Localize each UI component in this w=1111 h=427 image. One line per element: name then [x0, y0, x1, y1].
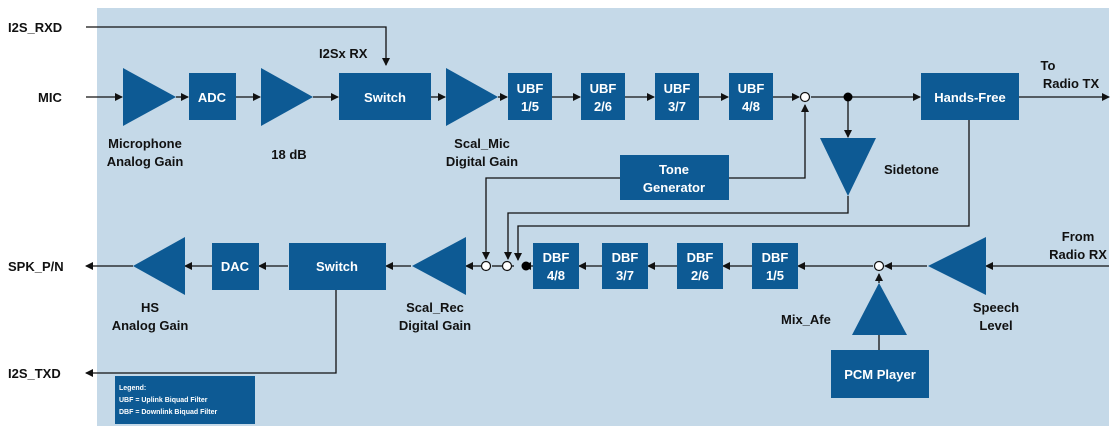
svg-text:Switch: Switch: [316, 259, 358, 274]
svg-text:UBF: UBF: [590, 81, 617, 96]
scal-rec-label-1: Scal_Rec: [406, 300, 464, 315]
ubf-3-block: UBF 3/7: [655, 73, 699, 120]
hs-analog-gain-label-1: HS: [141, 300, 159, 315]
mic-analog-gain-label-1: Microphone: [108, 136, 182, 151]
sidetone-amp: [820, 138, 876, 196]
mic-label: MIC: [38, 90, 62, 105]
svg-text:1/5: 1/5: [521, 99, 539, 114]
ubf-1-block: UBF 1/5: [508, 73, 552, 120]
svg-text:UBF: UBF: [738, 81, 765, 96]
sidetone-label: Sidetone: [884, 162, 939, 177]
svg-text:4/8: 4/8: [742, 99, 760, 114]
mic-analog-gain-amp: [123, 68, 176, 126]
svg-text:3/7: 3/7: [668, 99, 686, 114]
svg-text:UBF: UBF: [664, 81, 691, 96]
svg-text:DBF: DBF: [543, 250, 570, 265]
speech-level-amp: [928, 237, 986, 295]
ubf-4-block: UBF 4/8: [729, 73, 773, 120]
rx-summer-node-2: [501, 260, 513, 272]
uplink-branch-node: [843, 92, 853, 102]
svg-text:PCM Player: PCM Player: [844, 367, 916, 382]
dbf-4-block: DBF 4/8: [533, 243, 579, 289]
hs-analog-gain-label-2: Analog Gain: [112, 318, 189, 333]
tone-generator-block: Tone Generator: [620, 155, 729, 200]
svg-text:Legend:: Legend:: [119, 385, 146, 392]
to-radio-tx-label-1: To: [1041, 58, 1056, 73]
uplink-wires: [86, 26, 1110, 261]
svg-text:4/8: 4/8: [547, 268, 565, 283]
speech-level-label-1: Speech: [973, 300, 1019, 315]
ubf-2-block: UBF 2/6: [581, 73, 625, 120]
scal-rec-label-2: Digital Gain: [399, 318, 471, 333]
scal-mic-label-2: Digital Gain: [446, 154, 518, 169]
legend-box: Legend: UBF = Uplink Biquad Filter DBF =…: [115, 376, 255, 424]
svg-text:ADC: ADC: [198, 90, 227, 105]
svg-text:Tone: Tone: [659, 162, 689, 177]
mic-analog-gain-label-2: Analog Gain: [107, 154, 184, 169]
svg-text:3/7: 3/7: [616, 268, 634, 283]
switch-rx-block: Switch: [289, 243, 386, 290]
svg-text:DBF: DBF: [762, 250, 789, 265]
svg-text:DBF: DBF: [687, 250, 714, 265]
rx-branch-node: [521, 261, 531, 271]
rx-summer-node-1: [480, 260, 492, 272]
dbf-2-block: DBF 2/6: [677, 243, 723, 289]
uplink-summer-node: [799, 91, 811, 103]
to-radio-tx-label-2: Radio TX: [1043, 76, 1100, 91]
hands-free-block: Hands-Free: [921, 73, 1019, 120]
svg-text:Hands-Free: Hands-Free: [934, 90, 1006, 105]
i2sx-rx-label: I2Sx RX: [319, 46, 368, 61]
svg-text:Generator: Generator: [643, 180, 705, 195]
db18-label: 18 dB: [271, 147, 306, 162]
i2s-txd-label: I2S_TXD: [8, 366, 61, 381]
svg-text:DBF = Downlink Biquad Filter: DBF = Downlink Biquad Filter: [119, 409, 217, 416]
dac-block: DAC: [212, 243, 259, 290]
downlink-wires: [85, 262, 1109, 377]
spk-pn-label: SPK_P/N: [8, 259, 64, 274]
adc-block: ADC: [189, 73, 236, 120]
scal-mic-label-1: Scal_Mic: [454, 136, 510, 151]
svg-text:2/6: 2/6: [691, 268, 709, 283]
speech-level-label-2: Level: [979, 318, 1012, 333]
svg-text:DAC: DAC: [221, 259, 250, 274]
scal-rec-amp: [412, 237, 466, 295]
switch-tx-block: Switch: [339, 73, 431, 120]
svg-text:UBF = Uplink Biquad Filter: UBF = Uplink Biquad Filter: [119, 397, 208, 404]
svg-text:2/6: 2/6: [594, 99, 612, 114]
from-radio-rx-label-1: From: [1062, 229, 1095, 244]
pcm-player-block: PCM Player: [831, 350, 929, 398]
dbf-3-block: DBF 3/7: [602, 243, 648, 289]
scal-mic-amp: [446, 68, 498, 126]
mix-afe-node: [873, 260, 885, 272]
diagram-background: [97, 8, 1109, 426]
svg-text:1/5: 1/5: [766, 268, 784, 283]
svg-text:UBF: UBF: [517, 81, 544, 96]
i2s-rxd-label: I2S_RXD: [8, 20, 62, 35]
mix-afe-amp: [852, 283, 907, 335]
from-radio-rx-label-2: Radio RX: [1049, 247, 1107, 262]
svg-text:DBF: DBF: [612, 250, 639, 265]
svg-text:Switch: Switch: [364, 90, 406, 105]
hs-analog-gain-amp: [133, 237, 185, 295]
gain-18db-amp: [261, 68, 313, 126]
mix-afe-label: Mix_Afe: [781, 312, 831, 327]
dbf-1-block: DBF 1/5: [752, 243, 798, 289]
